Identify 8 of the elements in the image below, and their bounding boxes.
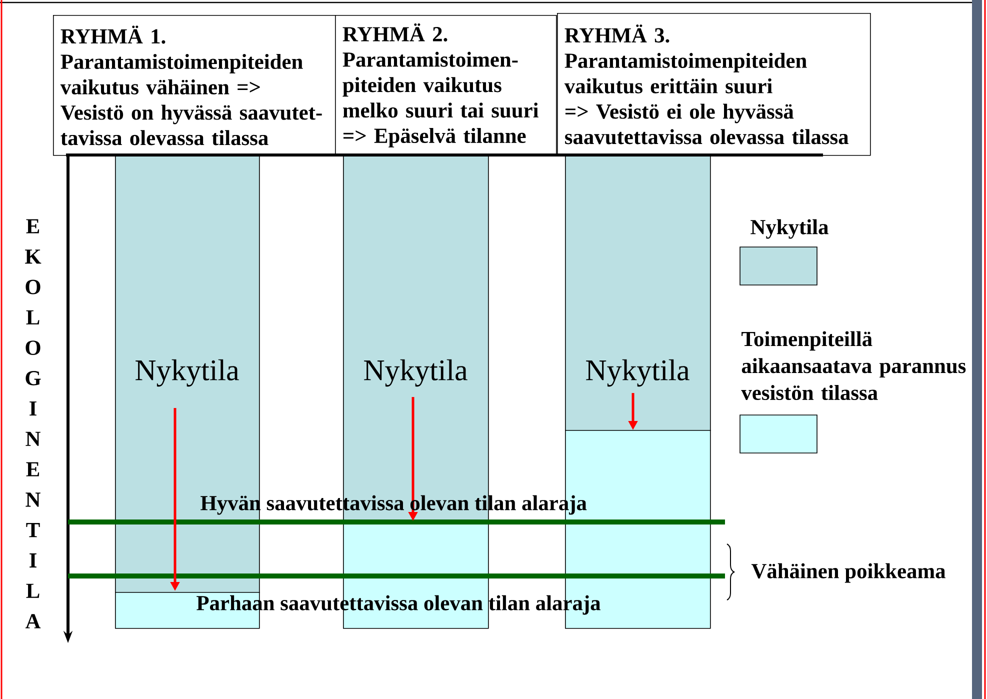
group-box: RYHMÄ 3. Parantamistoimenpiteiden vaikutus erittäin suuri => Vesistö ei ole hyvässä saavutettavissa olevassa tilassa: [557, 13, 871, 156]
current-state-segment: Nykytila: [565, 155, 711, 431]
axis-title: EKOLOGINEN TILA: [25, 219, 42, 628]
legend-label: Nykytila: [750, 219, 828, 239]
legend-label: Toimenpiteillä aikaansaatava parannus vesistön tilassa: [741, 331, 966, 400]
group-box: RYHMÄ 2. Parantamistoimen- piteiden vaikutus melko suuri tai suuri => Epäselvä tilanne: [335, 15, 557, 156]
brace-label: Vähäinen poikkeama: [751, 563, 946, 583]
group-box: RYHMÄ 1. Parantamistoimenpiteiden vaikutus vähäinen => Vesistö on hyvässä saavutet- tavissa olevassa tilassa: [53, 15, 336, 156]
